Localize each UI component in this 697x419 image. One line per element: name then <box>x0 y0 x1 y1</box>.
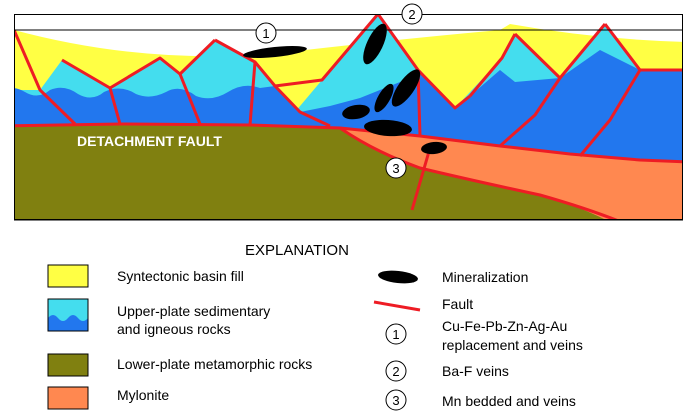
fault-line <box>178 73 202 125</box>
fault-line <box>499 77 562 148</box>
marker-number: 1 <box>262 26 269 41</box>
fault-line <box>376 14 471 110</box>
label-fault: Fault <box>442 296 473 312</box>
mineralization-lens <box>342 104 370 120</box>
marker-1: 1 <box>255 22 277 44</box>
marker-circle <box>255 22 277 44</box>
mineralization-lens <box>421 141 447 155</box>
label-mineralization: Mineralization <box>442 269 528 285</box>
marker-circle <box>385 157 407 179</box>
marker-3: 3 <box>385 157 407 179</box>
section-frame <box>14 29 683 221</box>
fault-lines <box>14 14 683 220</box>
mineralization-lens <box>363 23 387 65</box>
swatch-basin-fill <box>47 264 89 288</box>
mylonite-base-line <box>339 126 621 220</box>
swatch-lower-plate <box>47 353 89 377</box>
label-upper-plate-line1: Upper-plate sedimentary <box>117 303 270 319</box>
mineralization-symbol <box>378 270 418 284</box>
detachment-fault-label: DETACHMENT FAULT <box>77 133 222 149</box>
marker-number: 2 <box>408 7 415 22</box>
label-symbol-2: Ba-F veins <box>442 363 509 379</box>
label-mylonite: Mylonite <box>117 387 169 403</box>
swatch-upper-plate <box>47 298 89 332</box>
mineralization-bodies <box>243 23 447 155</box>
mineralization-lens <box>364 119 412 137</box>
legend-marker-2-number: 2 <box>392 364 399 379</box>
mineralization-lens <box>243 46 307 58</box>
fault-line <box>410 147 432 211</box>
fault-line <box>274 14 380 88</box>
legend-marker-1 <box>385 323 407 345</box>
fault-line <box>578 69 642 157</box>
fault-line <box>248 61 257 126</box>
fault-symbol <box>373 300 421 312</box>
legend-marker-2 <box>385 360 407 382</box>
label-upper-plate-line2: and igneous rocks <box>117 321 231 337</box>
legend-marker-3 <box>385 389 407 411</box>
label-lower-plate: Lower-plate metamorphic rocks <box>117 356 312 372</box>
label-symbol-3: Mn bedded and veins <box>442 393 576 409</box>
cross-section <box>14 14 683 220</box>
swatch-mylonite <box>47 386 89 410</box>
label-symbol-1-line1: Cu-Fe-Pb-Zn-Ag-Au <box>442 318 567 334</box>
marker-circle <box>401 3 423 25</box>
label-basin-fill: Syntectonic basin fill <box>117 268 244 284</box>
legend-marker-3-number: 3 <box>392 393 399 408</box>
fault-line <box>109 38 217 90</box>
explanation-heading: EXPLANATION <box>245 242 349 259</box>
mineralization-lens <box>374 83 394 113</box>
fault-line <box>468 33 517 97</box>
marker-2: 2 <box>401 3 423 25</box>
fault-line <box>14 29 77 126</box>
explanation-legend: EXPLANATION Syntectonic basin fill Upper… <box>47 242 583 411</box>
marker-number: 3 <box>392 161 399 176</box>
label-symbol-1-line2: replacement and veins <box>442 337 583 353</box>
legend-marker-1-number: 1 <box>392 327 399 342</box>
mineralization-lens <box>391 69 421 107</box>
